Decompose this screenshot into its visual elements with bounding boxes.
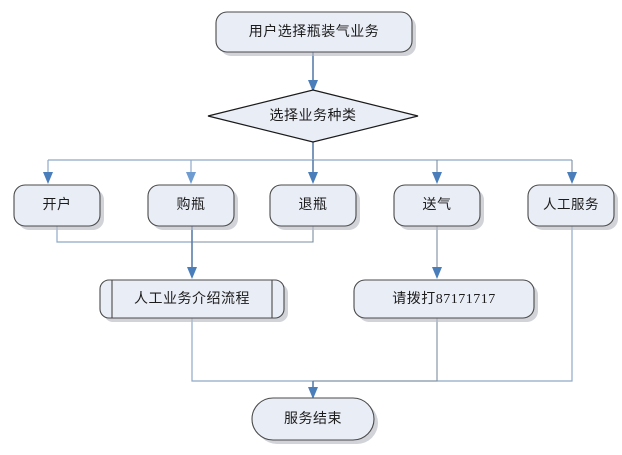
edge-buy-bottle-to-intro (187, 226, 197, 279)
node-end[interactable]: 服务结束 (251, 397, 378, 444)
node-option-manual-service-label: 人工服务 (543, 197, 599, 212)
node-option-buy-bottle-label: 购瓶 (177, 197, 206, 213)
node-process-manual-intro[interactable]: 人工业务介绍流程 (99, 279, 288, 322)
edge-call-to-end (313, 318, 438, 382)
node-end-label: 服务结束 (284, 411, 342, 427)
node-process-call-number[interactable]: 请拨打87171717 (353, 279, 538, 322)
edge-decision-to-buy-bottle (186, 160, 196, 184)
node-option-open-account[interactable]: 开户 (13, 184, 104, 230)
node-option-open-account-label: 开户 (43, 196, 72, 213)
node-option-return-bottle[interactable]: 退瓶 (269, 184, 360, 230)
node-option-deliver-gas-label: 送气 (423, 197, 452, 213)
edge-decision-to-deliver-gas (432, 160, 442, 184)
node-process-manual-intro-label: 人工业务介绍流程 (134, 291, 250, 307)
edge-return-bottle-to-intro (192, 226, 314, 243)
node-option-return-bottle-label: 退瓶 (299, 197, 328, 213)
node-start-label: 用户选择瓶装气业务 (249, 23, 380, 40)
edge-open-account-to-intro (56, 226, 192, 243)
node-option-manual-service[interactable]: 人工服务 (527, 184, 618, 230)
edge-bus-to-end (308, 381, 318, 399)
edge-decision-fanout-bus (48, 142, 572, 161)
edge-decision-to-open-account (43, 160, 53, 184)
edge-deliver-gas-to-call (432, 226, 442, 279)
node-option-deliver-gas[interactable]: 送气 (393, 184, 484, 230)
edge-intro-to-end (191, 318, 313, 382)
node-option-buy-bottle[interactable]: 购瓶 (147, 184, 238, 230)
connector-layer (43, 52, 577, 399)
edge-decision-to-return-bottle (308, 160, 318, 184)
edge-start-to-decision (308, 52, 318, 92)
node-start[interactable]: 用户选择瓶装气业务 (215, 11, 416, 56)
edge-decision-to-manual-service (567, 160, 577, 184)
node-decision[interactable]: 选择业务种类 (207, 89, 419, 143)
node-process-call-number-label: 请拨打87171717 (392, 290, 496, 307)
node-decision-label: 选择业务种类 (270, 108, 357, 124)
